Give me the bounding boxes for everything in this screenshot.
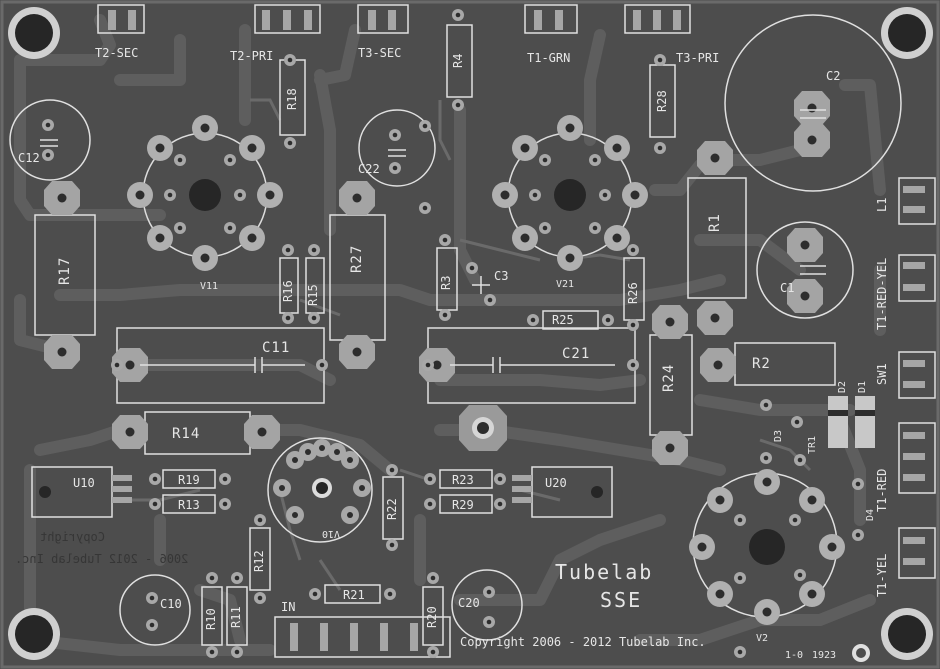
label-t3-sec: T3-SEC xyxy=(358,46,402,60)
label-r29: R29 xyxy=(452,498,474,512)
label-r23: R23 xyxy=(452,473,474,487)
label-r27: R27 xyxy=(349,244,365,273)
label-r15: R15 xyxy=(306,284,320,306)
label-c2: C2 xyxy=(826,69,841,83)
label-r3: R3 xyxy=(439,275,453,290)
label-c3: C3 xyxy=(494,269,509,283)
label-c11: C11 xyxy=(262,340,291,356)
label-r13: R13 xyxy=(178,498,200,512)
label-r26: R26 xyxy=(626,282,640,304)
label-r28: R28 xyxy=(655,90,669,112)
label-t1-yel: T1-YEL xyxy=(875,553,889,597)
label-c21: C21 xyxy=(562,346,591,362)
label-t1-red-yel: T1-RED-YEL xyxy=(875,257,889,330)
label-t1-red: T1-RED xyxy=(875,468,889,512)
label-r11: R11 xyxy=(229,606,243,628)
label-c22: C22 xyxy=(358,162,380,176)
board-code: 1923 xyxy=(812,650,837,661)
label-sw1: SW1 xyxy=(875,363,889,385)
label-r22: R22 xyxy=(385,498,399,520)
label-c12: C12 xyxy=(18,151,40,165)
brand-name: Tubelab xyxy=(555,560,654,584)
label-u20: U20 xyxy=(545,476,567,490)
copyright-mirror-line2: 2006 - 2012 Tubelab Inc. xyxy=(15,552,189,566)
label-u10: U10 xyxy=(73,476,95,490)
label-d4: D4 xyxy=(865,508,876,521)
label-t2-pri: T2-PRI xyxy=(230,49,274,63)
label-r20: R20 xyxy=(425,606,439,628)
label-tr1: TR1 xyxy=(807,435,818,454)
copyright-text: Copyright 2006 - 2012 Tubelab Inc. xyxy=(460,635,706,649)
label-t3-pri: T3-PRI xyxy=(676,51,720,65)
label-c1: C1 xyxy=(780,281,795,295)
label-r10: R10 xyxy=(204,608,218,630)
label-d3: D3 xyxy=(773,429,784,442)
label-t1-grn: T1-GRN xyxy=(527,51,571,65)
label-r4: R4 xyxy=(451,53,465,68)
label-r24: R24 xyxy=(661,363,677,392)
label-l1: L1 xyxy=(875,197,889,212)
label-r18: R18 xyxy=(285,88,299,110)
label-in: IN xyxy=(281,600,296,614)
label-c10: C10 xyxy=(160,597,182,611)
label-r1: R1 xyxy=(707,213,723,232)
label-r16: R16 xyxy=(281,280,295,302)
label-r17: R17 xyxy=(57,256,73,285)
copyright-mirror-line1: Copyright xyxy=(40,530,106,544)
revision-label: 1-0 xyxy=(785,650,804,661)
brand-model: SSE xyxy=(600,588,643,612)
label-t2-sec: T2-SEC xyxy=(95,46,139,60)
label-r19: R19 xyxy=(178,473,200,487)
label-v21: V21 xyxy=(556,279,575,290)
label-d1: D1 xyxy=(857,380,868,393)
label-r2: R2 xyxy=(752,356,771,372)
label-v10: V10 xyxy=(321,528,340,539)
label-v2: V2 xyxy=(756,633,769,644)
label-c20: C20 xyxy=(458,596,480,610)
label-v11: V11 xyxy=(200,281,219,292)
label-r14: R14 xyxy=(172,426,201,442)
label-r25: R25 xyxy=(552,313,574,327)
label-d2: D2 xyxy=(837,380,848,393)
label-r21: R21 xyxy=(343,588,365,602)
label-r12: R12 xyxy=(252,550,266,572)
